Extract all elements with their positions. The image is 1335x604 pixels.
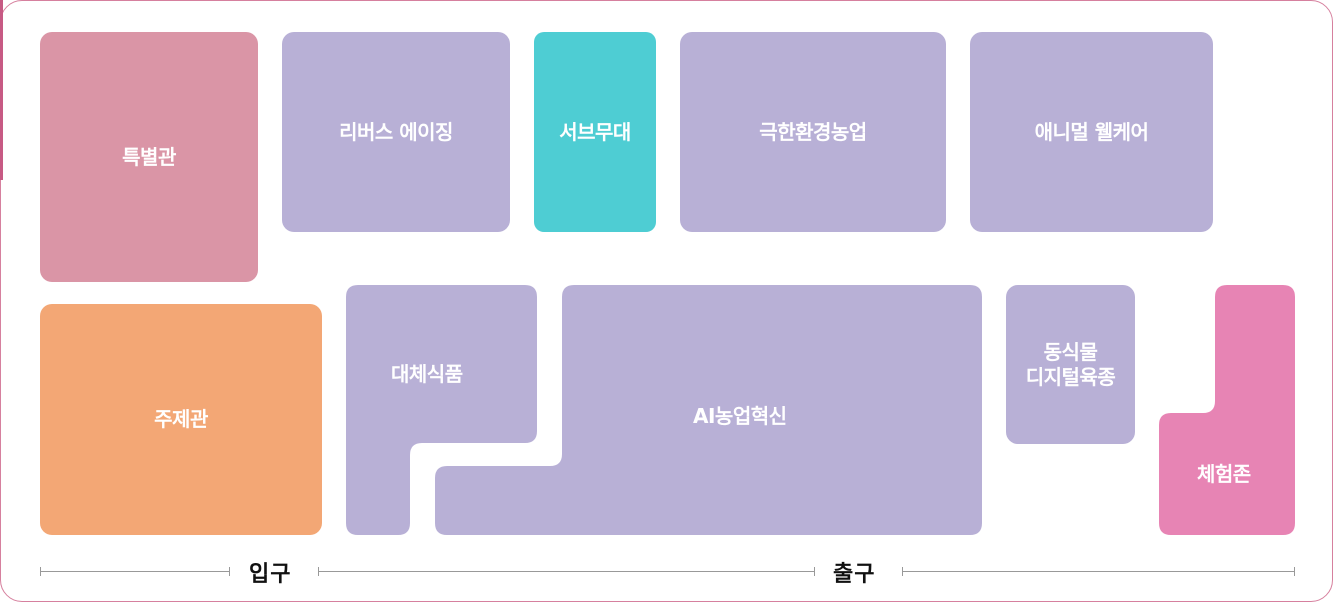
zone-extreme-farming-label: 극한환경농업: [759, 119, 867, 144]
route-end-tick: [1294, 567, 1295, 576]
entrance-label: 입구: [249, 562, 292, 587]
zone-reverse-aging-label: 리버스 에이징: [339, 119, 453, 144]
frame-accent: [0, 0, 3, 180]
zone-ai-agri-innovation-shape[interactable]: [435, 285, 982, 535]
zone-experience-label: 체험존: [1197, 462, 1251, 486]
route-tick-2: [229, 567, 230, 576]
zone-special-hall-label: 특별관: [122, 144, 176, 169]
zone-theme-hall[interactable]: 주제관: [40, 304, 322, 535]
route-line-segment-3: [902, 571, 1295, 572]
zone-theme-hall-label: 주제관: [154, 407, 208, 431]
zone-ai-agri-innovation-label: AI농업혁신: [693, 404, 787, 428]
zone-extreme-farming[interactable]: 극한환경농업: [680, 32, 946, 232]
route-tick-4: [814, 567, 815, 576]
route-line-segment-2: [318, 571, 815, 572]
zone-sub-stage[interactable]: 서브무대: [534, 32, 656, 232]
zone-animal-welfare-label: 애니멀 웰케어: [1034, 119, 1149, 144]
zone-reverse-aging[interactable]: 리버스 에이징: [282, 32, 510, 232]
zone-special-hall[interactable]: 특별관: [40, 32, 258, 282]
zone-digital-breeding-label-line2: 디지털육종: [1025, 364, 1116, 389]
zone-animal-welfare[interactable]: 애니멀 웰케어: [970, 32, 1213, 232]
exit-label: 출구: [833, 562, 876, 587]
zone-alternative-food-label: 대체식품: [391, 362, 463, 386]
zone-alternative-food-shape[interactable]: [346, 285, 537, 535]
route-line-segment-1: [40, 571, 230, 572]
zone-digital-breeding-label-line1: 동식물: [1043, 339, 1098, 364]
zone-sub-stage-label: 서브무대: [559, 119, 631, 144]
zone-experience-shape[interactable]: [1159, 285, 1295, 535]
zone-digital-breeding[interactable]: 동식물 디지털육종: [1006, 285, 1135, 444]
